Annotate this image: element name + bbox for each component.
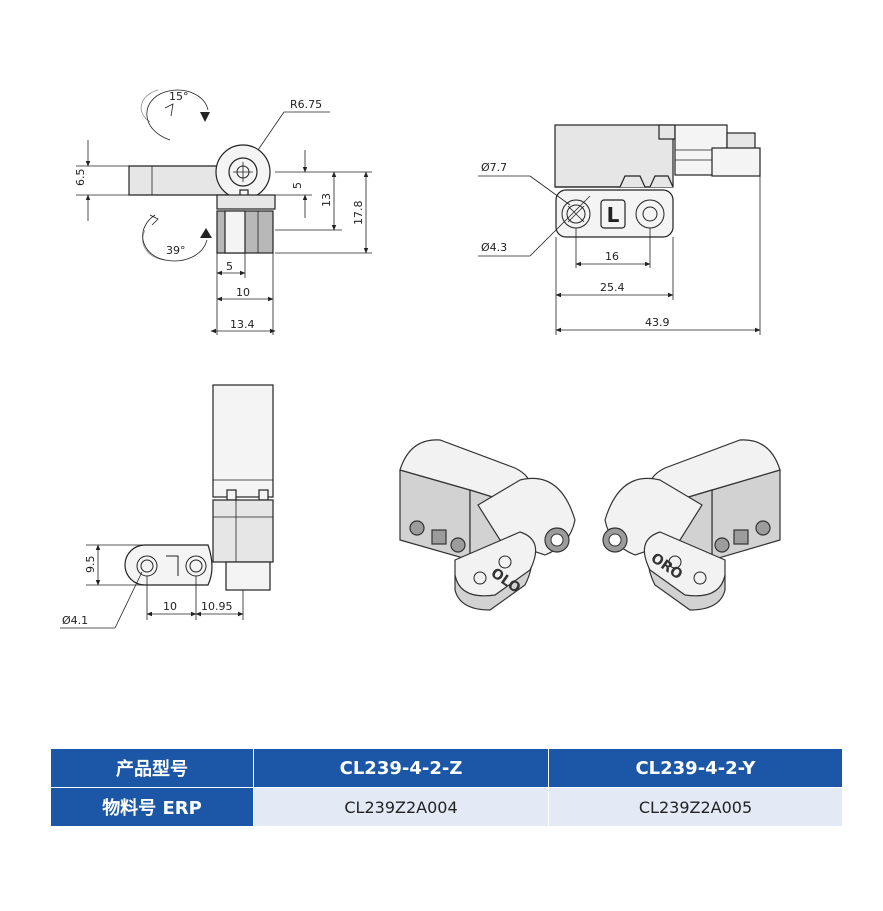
dim-10-bottom: 10	[163, 600, 177, 613]
dim-10-95: 10.95	[201, 600, 233, 613]
table-row: 物料号 ERP CL239Z2A004 CL239Z2A005	[50, 787, 843, 827]
dia-4-3-label: Ø4.3	[481, 241, 507, 254]
dim-13: 13	[320, 193, 333, 207]
dim-10-front: 10	[236, 286, 250, 299]
iso-view-left: OLO	[399, 439, 576, 611]
bottom-barrel	[212, 384, 274, 498]
bottom-foot	[225, 561, 271, 591]
angle-39-label: 39°	[166, 244, 186, 257]
side-letter-l: L	[607, 203, 620, 227]
dim-16: 16	[605, 250, 619, 263]
iso-view-right: ORO	[602, 439, 781, 611]
model-y-cell: CL239-4-2-Y	[548, 748, 843, 788]
technical-drawing: 15° 39° R6.75 6.5	[60, 89, 781, 629]
angle-15-label: 15°	[169, 90, 189, 103]
front-arm	[128, 165, 231, 196]
erp-y-cell: CL239Z2A005	[548, 787, 843, 827]
side-view: L Ø7.7 Ø4.3 16 25.4 43.9	[478, 124, 761, 335]
rotation-arrow-bottom-icon	[142, 214, 212, 262]
spec-table: 产品型号 CL239-4-2-Z CL239-4-2-Y 物料号 ERP CL2…	[50, 748, 843, 827]
dim-6-5: 6.5	[74, 169, 87, 187]
dia-7-7-label: Ø7.7	[481, 161, 507, 174]
dim-43-9: 43.9	[645, 316, 670, 329]
rotation-arrow-top-icon	[140, 89, 210, 141]
dim-25-4: 25.4	[600, 281, 625, 294]
bottom-view: 9.5 Ø4.1 10 10.95	[60, 384, 274, 629]
model-z-cell: CL239-4-2-Z	[253, 748, 549, 788]
dim-13-4: 13.4	[230, 318, 255, 331]
dim-9-5: 9.5	[84, 556, 97, 574]
side-upper-body	[554, 124, 674, 188]
erp-z-cell: CL239Z2A004	[253, 787, 549, 827]
table-row: 产品型号 CL239-4-2-Z CL239-4-2-Y	[50, 748, 843, 788]
dia-4-1-label: Ø4.1	[62, 614, 88, 627]
dim-5-right: 5	[291, 182, 304, 189]
erp-label-cell: 物料号 ERP	[50, 787, 254, 827]
bottom-plate	[124, 544, 213, 586]
radius-label: R6.75	[290, 98, 322, 111]
model-label-cell: 产品型号	[50, 748, 254, 788]
front-view: 15° 39° R6.75 6.5	[74, 89, 372, 335]
dim-17-8: 17.8	[352, 201, 365, 226]
dim-5-bottom: 5	[226, 260, 233, 273]
